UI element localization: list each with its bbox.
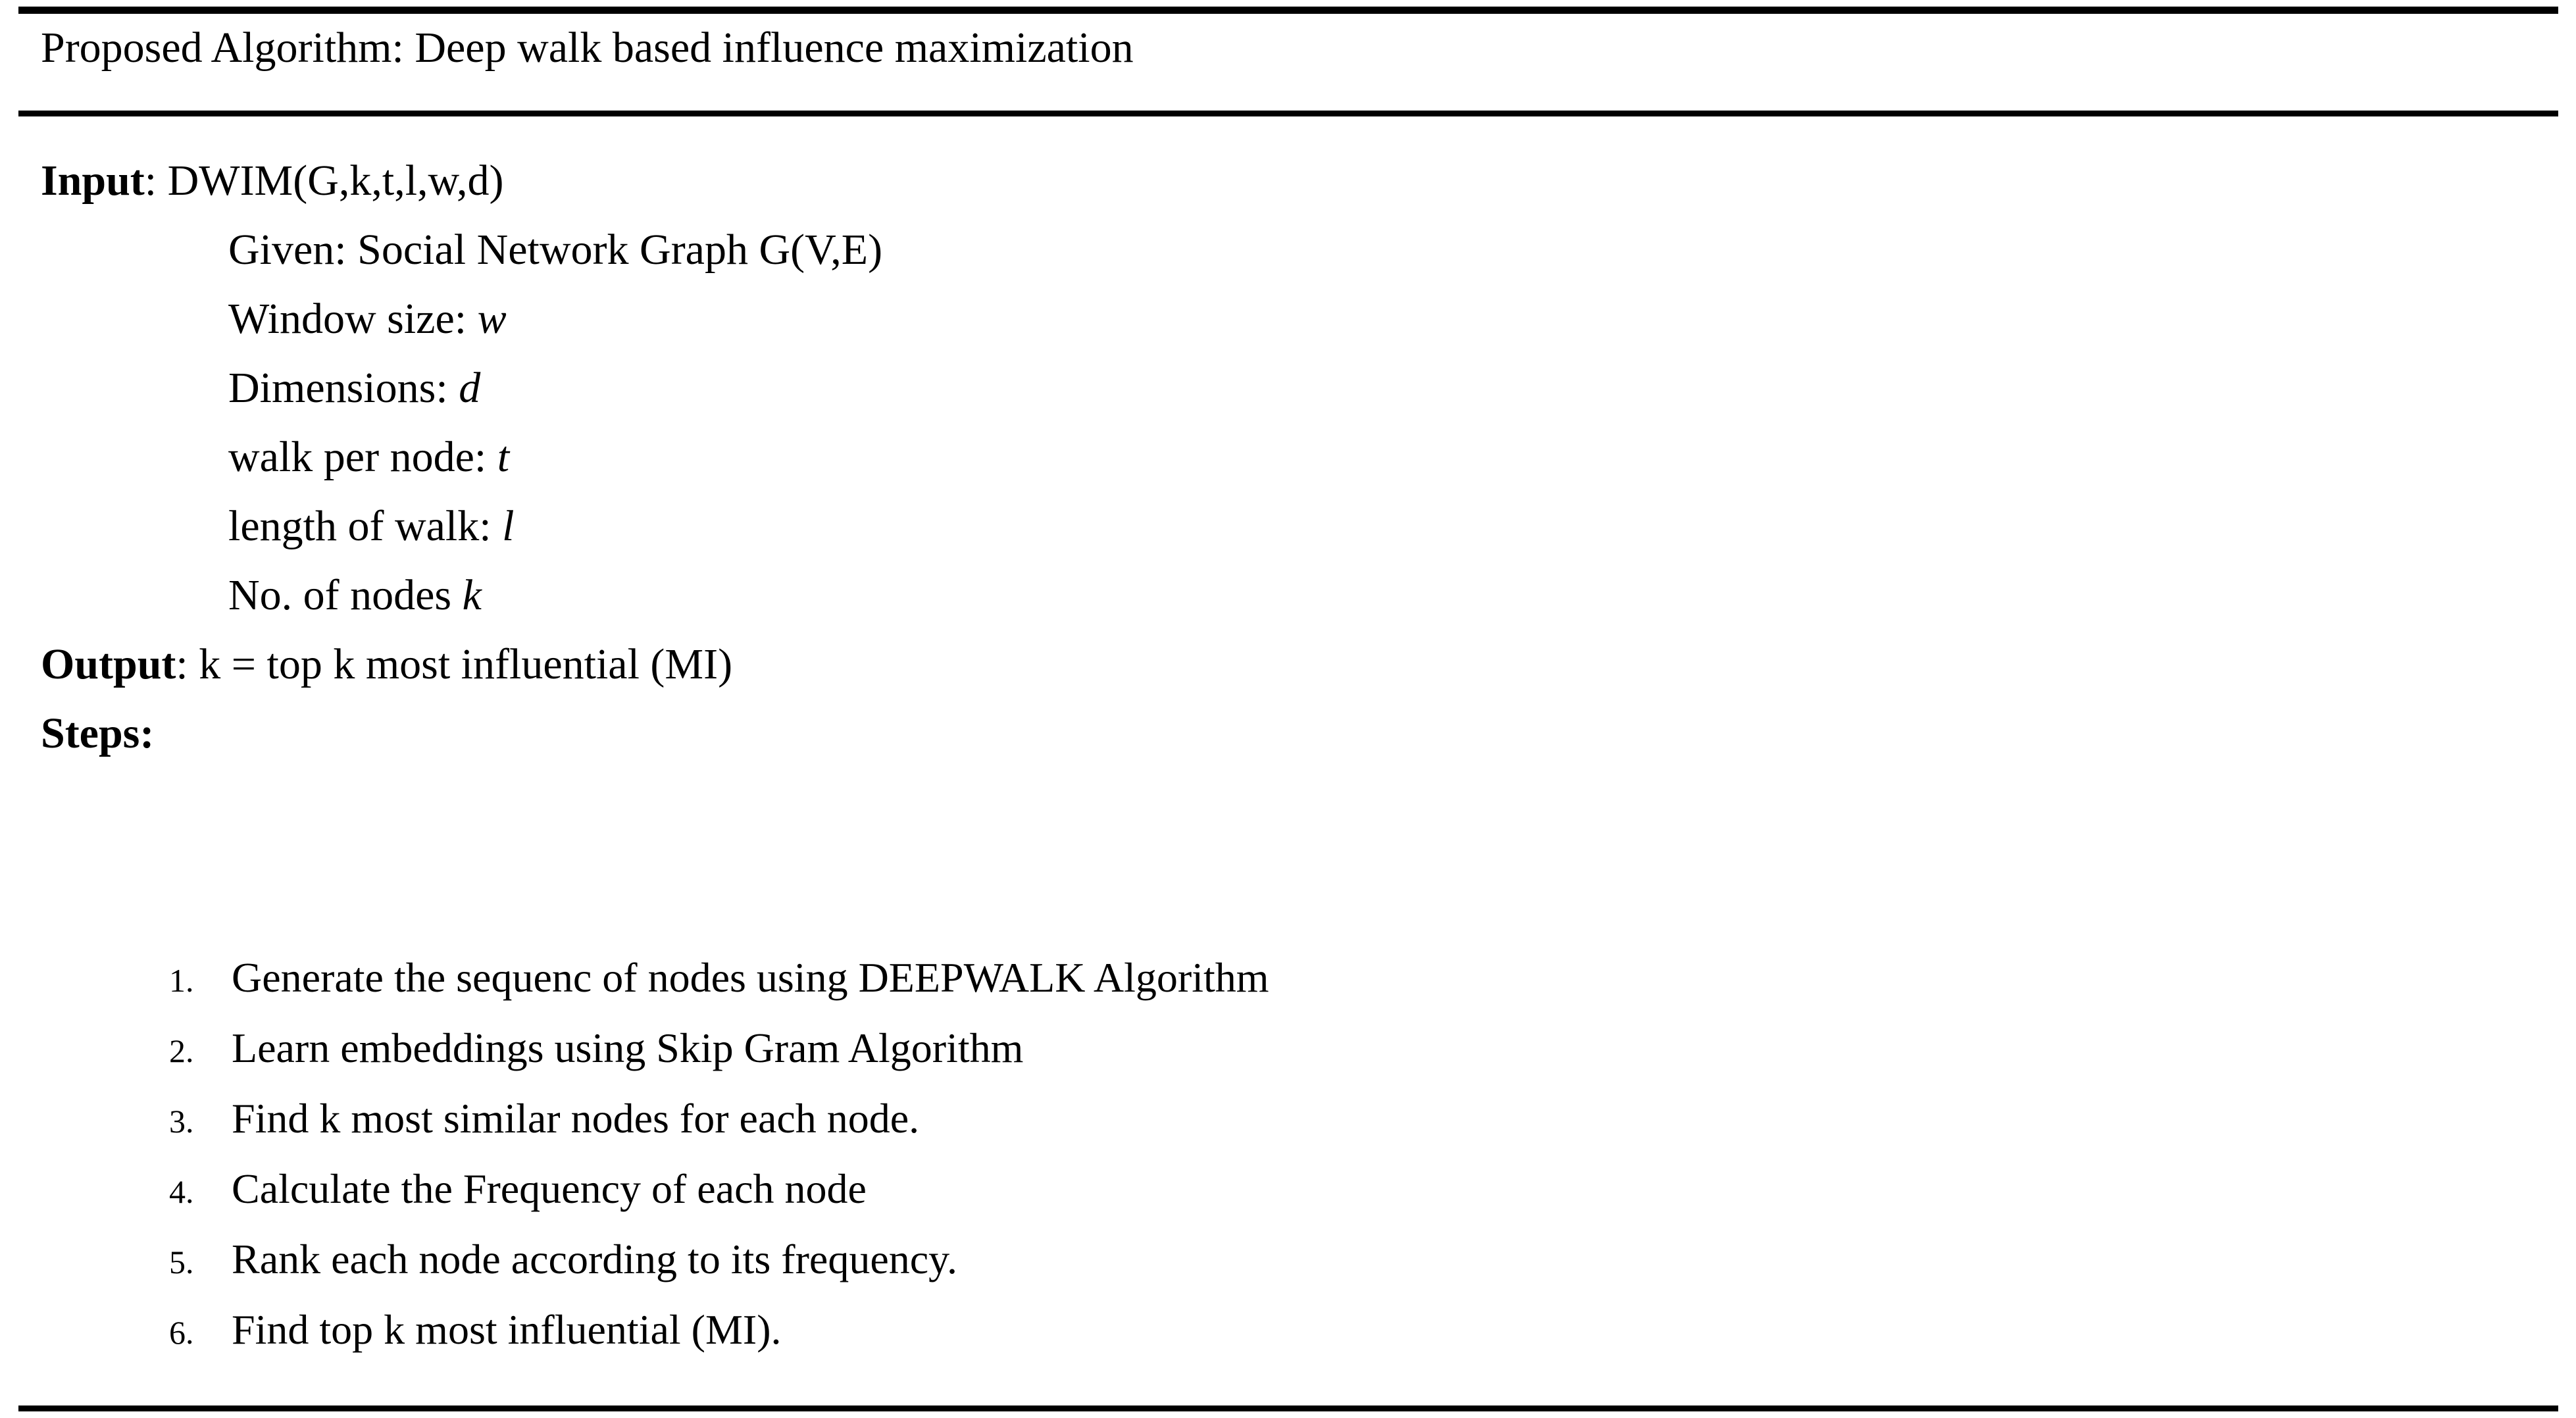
input-param-walk-per-node-var: t [497,433,510,481]
algorithm-title-text: Proposed Algorithm: Deep walk based infl… [41,24,1134,72]
input-param-window-size-var: w [477,295,507,343]
header-separator-rule [18,111,2558,116]
input-param-dimensions: Dimensions: d [41,353,2541,422]
steps-label: Steps [41,709,140,757]
step-text: Learn embeddings using Skip Gram Algorit… [232,1025,1024,1071]
list-item: 3. Find k most similar nodes for each no… [41,1083,2541,1153]
algorithm-body: Input: DWIM(G,k,t,l,w,d) Given: Social N… [41,146,2541,768]
input-param-walk-per-node-text: walk per node: [228,433,497,481]
steps-list: 1. Generate the sequenc of nodes using D… [41,942,2541,1365]
input-param-no-of-nodes-text: No. of nodes [228,571,463,619]
step-text: Generate the sequenc of nodes using DEEP… [232,954,1269,1001]
step-number: 1. [169,962,194,999]
output-colon: : [176,640,199,688]
input-param-window-size-text: Window size: [228,295,478,343]
top-rule [18,7,2558,14]
input-param-given-text: Given: Social Network Graph G(V,E) [228,226,883,274]
input-label: Input [41,157,145,205]
algorithm-title: Proposed Algorithm: Deep walk based infl… [41,26,1134,70]
input-param-window-size: Window size: w [41,284,2541,353]
list-item: 4. Calculate the Frequency of each node [41,1153,2541,1224]
steps-colon: : [139,709,155,757]
input-param-length-of-walk-text: length of walk: [228,502,503,550]
step-text: Rank each node according to its frequenc… [232,1236,957,1282]
output-text: k = top k most influential (MI) [199,640,733,688]
list-item: 5. Rank each node according to its frequ… [41,1224,2541,1294]
steps-heading: Steps: [41,699,2541,768]
list-item: 1. Generate the sequenc of nodes using D… [41,942,2541,1013]
step-number: 5. [169,1244,194,1280]
input-param-length-of-walk: length of walk: l [41,492,2541,561]
input-param-no-of-nodes: No. of nodes k [41,561,2541,630]
step-number: 3. [169,1103,194,1140]
output-label: Output [41,640,176,688]
step-number: 2. [169,1032,194,1069]
step-text: Calculate the Frequency of each node [232,1165,867,1212]
step-text: Find top k most influential (MI). [232,1306,782,1353]
step-number: 6. [169,1314,194,1351]
input-param-dimensions-text: Dimensions: [228,364,459,412]
input-line: Input: DWIM(G,k,t,l,w,d) [41,146,2541,215]
bottom-rule [18,1405,2558,1411]
input-param-no-of-nodes-var: k [462,571,482,619]
step-number: 4. [169,1173,194,1210]
input-param-walk-per-node: walk per node: t [41,422,2541,492]
input-param-length-of-walk-var: l [502,502,515,550]
list-item: 6. Find top k most influential (MI). [41,1294,2541,1365]
output-line: Output: k = top k most influential (MI) [41,630,2541,699]
input-param-dimensions-var: d [459,364,481,412]
step-text: Find k most similar nodes for each node. [232,1095,920,1142]
list-item: 2. Learn embeddings using Skip Gram Algo… [41,1013,2541,1083]
input-param-given: Given: Social Network Graph G(V,E) [41,215,2541,284]
input-colon: : [144,157,168,205]
input-signature: DWIM(G,k,t,l,w,d) [167,157,504,205]
